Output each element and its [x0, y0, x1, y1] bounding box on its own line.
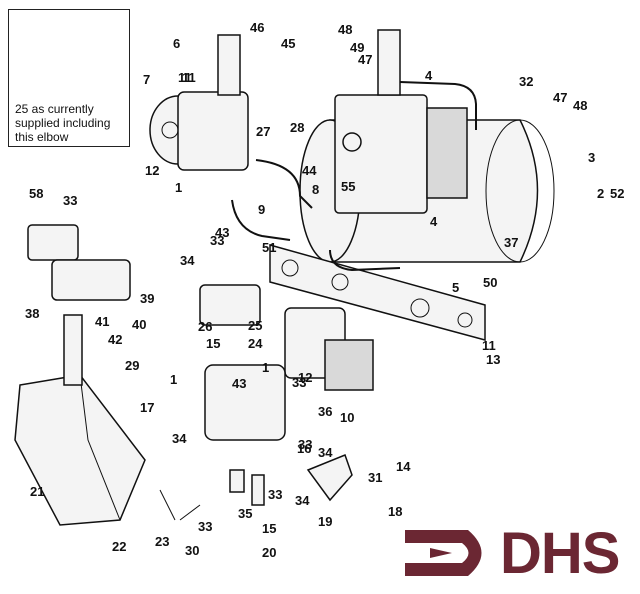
callout-39: 39 — [140, 291, 154, 306]
callout-12: 12 — [298, 370, 312, 385]
pump — [149, 34, 249, 171]
callout-2: 2 — [597, 186, 604, 201]
callout-26: 26 — [198, 319, 212, 334]
gas-valve — [334, 29, 477, 214]
callout-47: 47 — [358, 52, 372, 67]
callout-38: 38 — [25, 306, 39, 321]
callout-9: 9 — [258, 202, 265, 217]
callout-34: 34 — [180, 253, 195, 268]
callout-33: 33 — [268, 487, 282, 502]
inset-box: 25 as currently supplied including this … — [8, 9, 130, 147]
callout-6: 6 — [173, 36, 180, 51]
mounting-plate — [269, 244, 486, 341]
logo-text: DHS — [500, 521, 620, 586]
callout-33: 33 — [292, 375, 306, 390]
callout-52: 52 — [610, 186, 624, 201]
callout-47: 47 — [553, 90, 567, 105]
callout-8: 8 — [312, 182, 319, 197]
pipe-elbow-50 — [329, 249, 401, 272]
callout-29: 29 — [125, 358, 139, 373]
callout-24: 24 — [248, 336, 263, 351]
callout-58: 58 — [29, 186, 43, 201]
callout-50: 50 — [483, 275, 497, 290]
callout-20: 20 — [262, 545, 276, 560]
callout-21: 21 — [30, 484, 44, 499]
callout-46: 46 — [250, 20, 264, 35]
callout-15: 15 — [262, 521, 276, 536]
callout-33: 33 — [210, 233, 224, 248]
callout-25: 25 — [248, 318, 262, 333]
callout-13: 13 — [486, 352, 500, 367]
callout-36: 36 — [318, 404, 332, 419]
callout-15: 15 — [206, 336, 220, 351]
callout-49: 49 — [350, 40, 364, 55]
callout-44: 44 — [302, 163, 317, 178]
callout-28: 28 — [290, 120, 304, 135]
callout-42: 42 — [108, 332, 122, 347]
callout-34: 34 — [172, 431, 187, 446]
callout-31: 31 — [368, 470, 382, 485]
small-fittings — [159, 454, 353, 521]
callout-5: 5 — [452, 280, 459, 295]
callout-43: 43 — [232, 376, 246, 391]
callout-17: 17 — [140, 400, 154, 415]
callout-45: 45 — [281, 36, 295, 51]
callout-1: 1 — [170, 372, 177, 387]
callout-10: 10 — [340, 410, 354, 425]
callout-33: 33 — [63, 193, 77, 208]
callout-22: 22 — [112, 539, 126, 554]
callout-43: 43 — [215, 225, 229, 240]
callout-12: 12 — [145, 163, 159, 178]
callout-40: 40 — [132, 317, 146, 332]
callout-33: 33 — [198, 519, 212, 534]
callout-35: 35 — [238, 506, 252, 521]
callout-55: 55 — [341, 179, 355, 194]
callout-37: 37 — [504, 235, 518, 250]
callout-14: 14 — [396, 459, 411, 474]
callout-48: 48 — [573, 98, 587, 113]
callout-11: 11 — [182, 70, 196, 85]
callout-11: 11 — [482, 338, 496, 353]
callout-4: 4 — [425, 68, 433, 83]
callout-4: 4 — [430, 214, 438, 229]
callout-16: 16 — [297, 441, 311, 456]
callout-3: 3 — [588, 150, 595, 165]
callout-41: 41 — [95, 314, 109, 329]
callout-33: 33 — [298, 437, 312, 452]
callout-34: 34 — [295, 493, 310, 508]
callout-23: 23 — [155, 534, 169, 549]
callout-32: 32 — [519, 74, 533, 89]
inset-note: 25 as currently supplied including this … — [15, 102, 111, 144]
valve-group-left — [27, 224, 131, 386]
callout-1: 1 — [262, 360, 269, 375]
callout-18: 18 — [388, 504, 402, 519]
callout-30: 30 — [185, 543, 199, 558]
callout-1: 1 — [175, 180, 182, 195]
callout-51: 51 — [262, 240, 276, 255]
diverter-assembly — [199, 284, 374, 441]
callout-48: 48 — [338, 22, 352, 37]
pipe-8 — [255, 159, 313, 209]
callout-7: 7 — [143, 72, 150, 87]
callout-19: 19 — [318, 514, 332, 529]
callout-27: 27 — [256, 124, 270, 139]
callout-34: 34 — [318, 445, 333, 460]
callout-11: 11 — [178, 70, 192, 85]
pipe-elbow-9 — [231, 199, 291, 241]
